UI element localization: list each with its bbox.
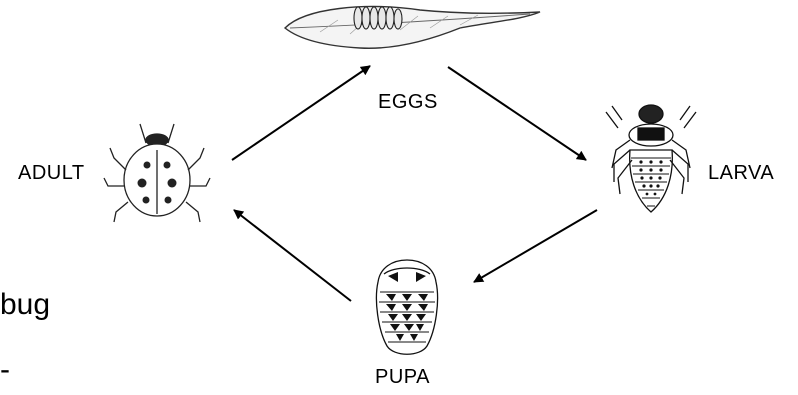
larva-illustration [606,105,696,212]
stage-label-adult: ADULT [18,163,85,183]
stage-label-eggs: EGGS [378,92,438,112]
stage-label-larva: LARVA [708,163,774,183]
adult-ladybug-illustration [104,124,210,222]
arrow-pupa-to-adult [234,210,351,301]
leaf-with-eggs-illustration [285,7,540,49]
arrow-larva-to-pupa [474,210,597,282]
side-text-mark: - [0,355,10,385]
pupa-illustration [376,260,437,354]
arrow-adult-to-eggs [232,66,370,160]
side-text-fragment: bug [0,290,50,320]
stage-label-pupa: PUPA [375,367,430,387]
arrow-eggs-to-larva [448,67,586,160]
